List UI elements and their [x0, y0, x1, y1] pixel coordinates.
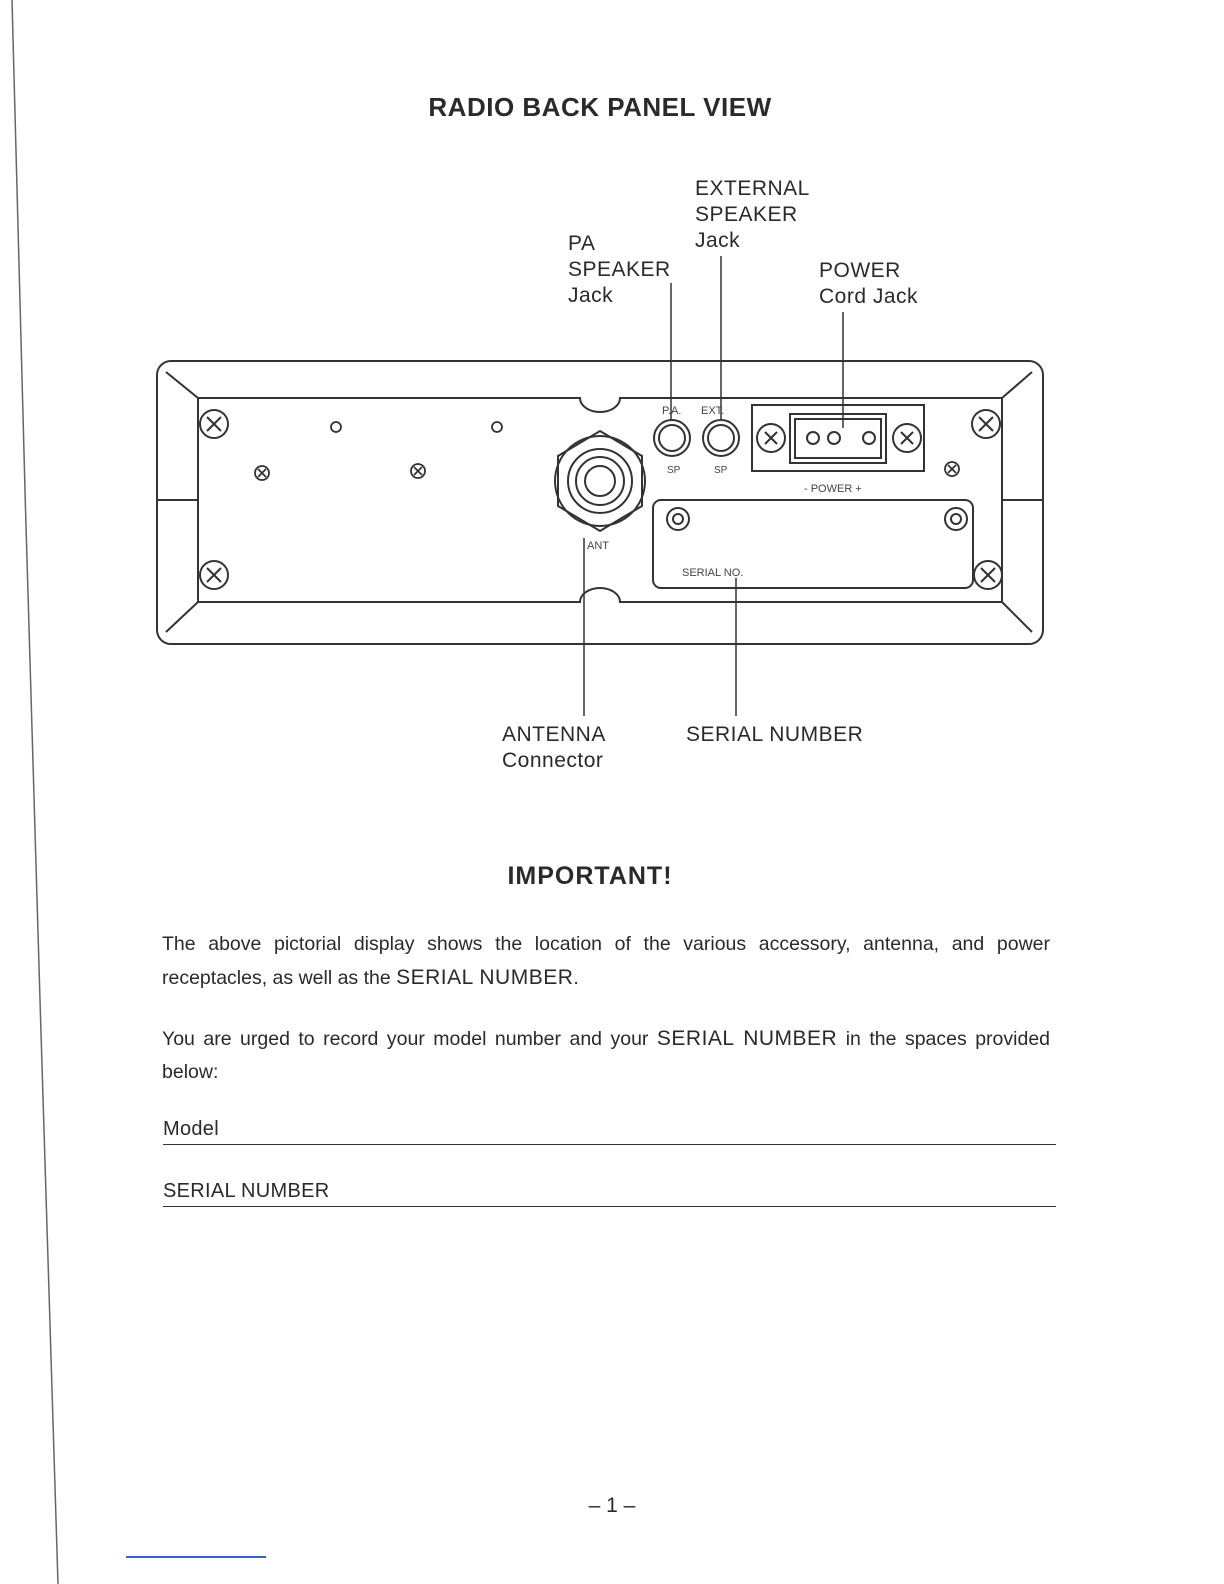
screw-icon [199, 560, 229, 590]
small-screw-icon [410, 463, 426, 479]
ant-panel-label: ANT [587, 540, 609, 552]
bevel-bl [165, 601, 199, 633]
bevel-tl [165, 371, 199, 399]
screw-icon [971, 409, 1001, 439]
panel-outer [156, 360, 1044, 645]
page-title: RADIO BACK PANEL VIEW [428, 92, 772, 122]
pa-panel-label: P.A. [662, 405, 681, 417]
screw-icon [973, 560, 1003, 590]
bevel-br [1001, 601, 1033, 633]
ext-speaker-jack-icon [702, 419, 740, 457]
sp-left-label: SP [667, 465, 681, 476]
power-callout: POWER Cord Jack [819, 259, 919, 308]
serial-number-field[interactable]: SERIAL NUMBER [163, 1176, 1056, 1207]
serial-no-panel-label: SERIAL NO. [682, 567, 743, 579]
small-screw-icon [254, 465, 270, 481]
paragraph-location: The above pictorial display shows the lo… [162, 933, 1050, 989]
model-field[interactable]: Model [163, 1114, 1056, 1145]
model-label: Model [163, 1118, 219, 1140]
page-edge-line [11, 0, 59, 1584]
bevel-tr [1001, 371, 1033, 399]
important-heading: IMPORTANT! [507, 862, 673, 890]
pa-speaker-jack-icon [653, 419, 691, 457]
corner-screws [199, 409, 1003, 590]
external-speaker-callout: EXTERNAL SPEAKER Jack [695, 177, 810, 252]
hole-icon [330, 421, 342, 433]
ext-panel-label: EXT. [701, 405, 724, 417]
sp-right-label: SP [714, 465, 728, 476]
pa-speaker-callout: PA SPEAKER Jack [568, 232, 671, 307]
serial-number-callout: SERIAL NUMBER [686, 723, 864, 746]
footer-rule [126, 1556, 266, 1558]
power-panel-label: - POWER + [804, 483, 862, 495]
paragraph-record: You are urged to record your model numbe… [162, 1027, 1051, 1083]
serial-plate [652, 499, 974, 589]
small-screw-icon [944, 461, 960, 477]
screw-icon [199, 409, 229, 439]
hole-icon [491, 421, 503, 433]
antenna-connector-icon [554, 429, 646, 533]
power-jack-icon [751, 404, 925, 472]
antenna-callout: ANTENNA Connector [502, 723, 606, 772]
page-number: – 1 – [588, 1494, 636, 1517]
serial-number-label: SERIAL NUMBER [163, 1180, 330, 1202]
